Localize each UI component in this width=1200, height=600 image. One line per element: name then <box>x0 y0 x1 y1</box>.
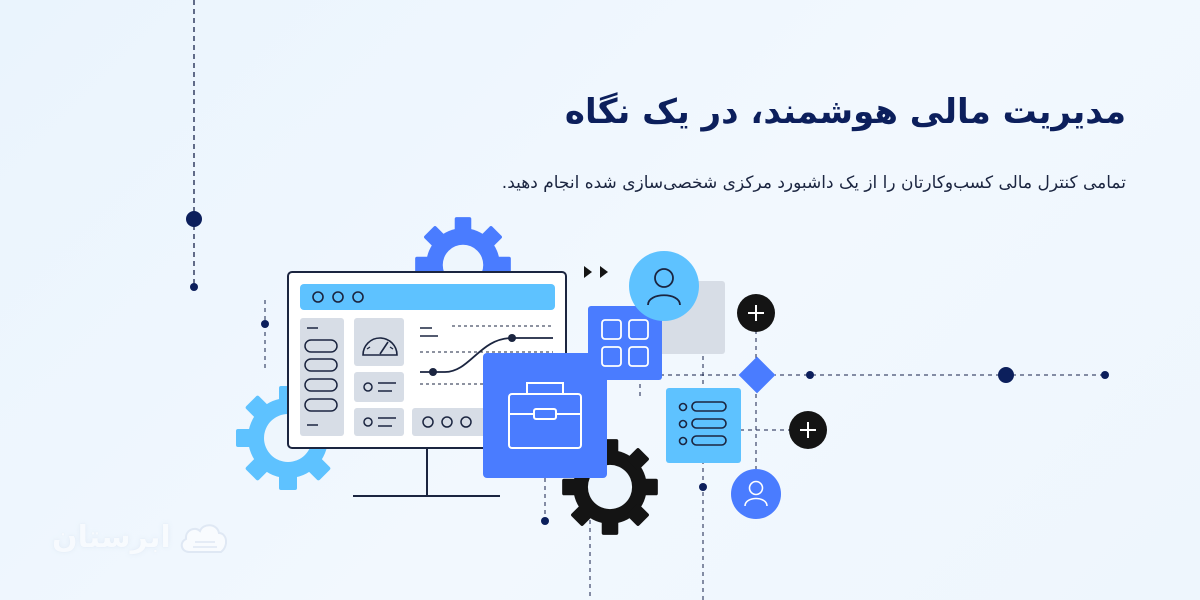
left-timeline <box>186 0 202 291</box>
brand-logo-text: ابرستان <box>52 519 171 555</box>
list-icon <box>678 401 727 446</box>
grid-icon <box>601 319 649 367</box>
cloud-icon <box>180 524 227 553</box>
play-arrows-icon <box>584 266 608 278</box>
plus-icon <box>737 294 775 332</box>
page-title: مدیریت مالی هوشمند، در یک نگاه <box>564 92 1126 132</box>
user-icon <box>629 251 699 321</box>
list-card <box>666 388 741 463</box>
briefcase-card <box>483 353 607 478</box>
speedometer-icon <box>362 337 398 356</box>
diamond-icon <box>738 356 776 394</box>
page-subtitle: تمامی کنترل مالی کسب‌وکارتان را از یک دا… <box>501 173 1126 193</box>
plus-icon <box>789 411 827 449</box>
briefcase-icon <box>508 382 582 449</box>
grid-card <box>588 306 662 380</box>
user-icon <box>731 469 781 519</box>
brand-logo: ابرستان <box>52 514 229 560</box>
